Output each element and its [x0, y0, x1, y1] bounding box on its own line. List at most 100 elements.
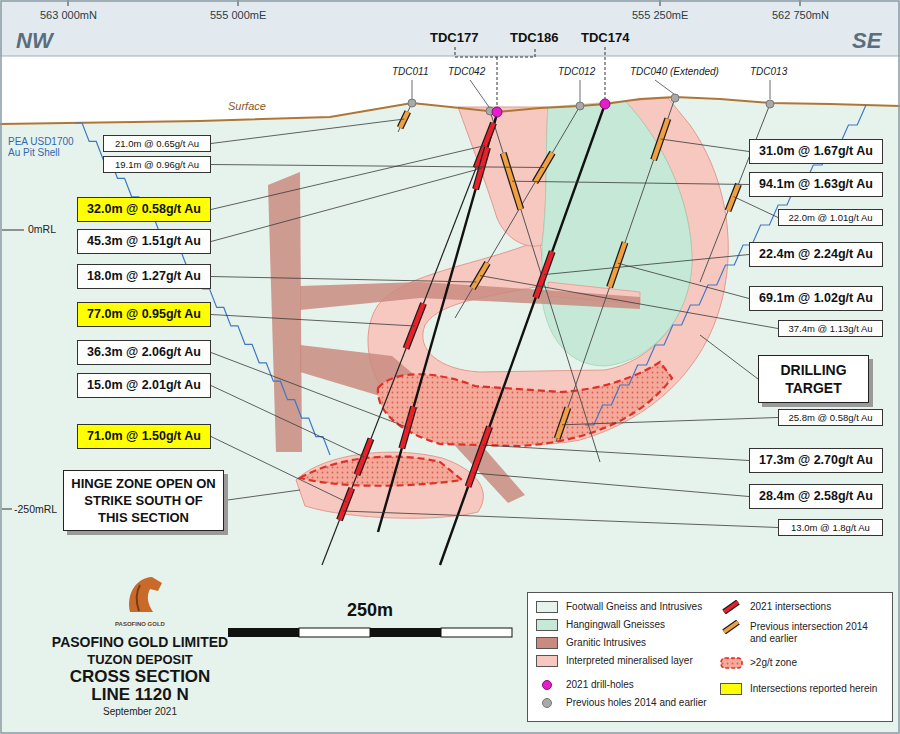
drill-hole	[556, 98, 675, 442]
text-label: PASOFINO GOLD	[110, 621, 170, 627]
legend-dot	[543, 699, 552, 708]
legend-sample	[536, 678, 560, 692]
intersection-box: 37.4m @ 1.13g/t Au	[778, 320, 883, 337]
intersection-text: 22.0m @ 1.01g/t Au	[788, 212, 872, 223]
legend-text: 2021 intersections	[750, 601, 886, 613]
text-label: TDC177	[430, 30, 478, 45]
leader-lines	[211, 119, 778, 528]
legend-swatch	[720, 683, 742, 695]
scale-seg	[441, 628, 512, 637]
text-label: PEA USD1700 Au Pit Shell	[8, 136, 74, 158]
drill-hole	[322, 114, 497, 565]
text-label: CROSS SECTION LINE 1120 N	[65, 668, 215, 704]
intersection-bar	[340, 488, 352, 520]
leader-line	[700, 335, 758, 379]
collars	[408, 94, 774, 117]
legend-text: Footwall Gneiss and Intrusives	[566, 601, 716, 613]
text-label: Surface	[228, 100, 266, 112]
legend-box: Footwall Gneiss and IntrusivesHangingwal…	[527, 592, 893, 722]
text-label: PASOFINO GOLD LIMITED	[40, 634, 240, 650]
intersection-text: 15.0m @ 2.01g/t Au	[87, 378, 201, 392]
legend-line-outline	[724, 622, 738, 632]
leader-line	[562, 418, 778, 425]
horse-mane	[137, 585, 140, 611]
intersection-box: 22.0m @ 1.01g/t Au	[778, 209, 883, 226]
text-label: 555 000mE	[210, 9, 266, 21]
leader-line	[661, 139, 749, 152]
drill-hole	[490, 111, 600, 462]
text-label: 563 000mN	[40, 9, 97, 21]
rl-ticks	[2, 230, 24, 509]
intersection-box: 17.3m @ 2.70g/t Au	[749, 448, 883, 473]
drill-hole-2021-collar	[492, 107, 502, 117]
intersection-box: 31.0m @ 1.67g/t Au	[749, 139, 883, 164]
legend-text: Previous intersection 2014 and earlier	[750, 621, 886, 645]
intersection-bar	[557, 408, 568, 439]
text-label: 250m	[330, 600, 410, 621]
intersection-text: 25.8m @ 0.58g/t Au	[788, 412, 872, 423]
leader-line	[224, 490, 300, 501]
granitic-dike	[268, 172, 302, 452]
legend-text: Previous holes 2014 and earlier	[566, 697, 716, 709]
legend-line	[724, 602, 738, 612]
leader-line	[211, 315, 415, 327]
intersection-text: 21.0m @ 0.65g/t Au	[115, 138, 199, 149]
intersection-text: 32.0m @ 0.58g/t Au	[87, 202, 201, 216]
intersection-text: 69.1m @ 1.02g/t Au	[759, 291, 873, 305]
legend-text: 2021 drill-holes	[566, 679, 716, 691]
intersection-box: 25.8m @ 0.58g/t Au	[778, 409, 883, 426]
leader-line	[211, 146, 485, 210]
intersection-text: 45.3m @ 1.51g/t Au	[87, 234, 201, 248]
leader-line	[211, 119, 404, 144]
text-label: TDC040 (Extended)	[630, 66, 719, 77]
hinge-lens	[296, 452, 483, 518]
intersection-outline	[468, 427, 489, 487]
intersections	[340, 112, 739, 520]
leader-line	[211, 353, 408, 428]
leader-line	[211, 437, 347, 503]
footwall-gneiss	[0, 97, 900, 734]
intersection-box: 32.0m @ 0.58g/t Au	[77, 197, 211, 222]
intersection-text: 22.4m @ 2.24g/t Au	[759, 247, 873, 261]
intersection-outline	[476, 147, 488, 189]
leader-line	[211, 277, 476, 283]
leader-line	[480, 276, 778, 329]
text-label: 555 250mE	[632, 9, 688, 21]
intersection-box: 71.0m @ 1.50g/t Au	[77, 424, 211, 449]
legend-sample	[536, 696, 560, 710]
leader-line	[211, 386, 364, 458]
hinge-high-grade-zone	[300, 457, 462, 486]
intersection-bar	[468, 427, 489, 487]
horse-logo	[129, 577, 162, 612]
header-rule	[0, 56, 900, 57]
text-label: -250mRL	[14, 503, 57, 515]
intersection-box: 28.4m @ 2.58g/t Au	[749, 484, 883, 509]
drill-hole	[378, 114, 497, 532]
intersection-box: 18.0m @ 1.27g/t Au	[77, 264, 211, 289]
text-label: TDC011	[392, 66, 429, 77]
previous-hole-collar	[576, 102, 584, 110]
callout-box: DRILLING TARGET	[758, 355, 869, 403]
intersection-box: 21.0m @ 0.65g/t Au	[103, 135, 211, 152]
drill-hole-2021-collar	[600, 99, 610, 109]
legend-swatch	[536, 637, 558, 649]
text-label: TDC013	[750, 66, 787, 77]
intersection-box: 45.3m @ 1.51g/t Au	[77, 229, 211, 254]
leader-line	[211, 168, 482, 241]
text-label: TDC042	[448, 66, 485, 77]
legend-item: Footwall Gneiss and Intrusives	[536, 601, 716, 613]
intersection-text: 77.0m @ 0.95g/t Au	[87, 307, 201, 321]
hole-brackets	[455, 47, 605, 108]
legend-sample	[720, 620, 744, 634]
text-label: 562 750mN	[772, 9, 829, 21]
text-label: TDC186	[510, 30, 558, 45]
legend-item: Previous intersection 2014 and earlier	[720, 621, 886, 645]
intersection-outline	[536, 252, 553, 298]
intersection-box: 94.1m @ 1.63g/t Au	[749, 172, 883, 197]
hangingwall-gneiss	[542, 101, 692, 366]
legend-item: Intersections reported herein	[720, 683, 886, 695]
intersection-text: 17.3m @ 2.70g/t Au	[759, 453, 873, 467]
text-label: September 2021	[40, 706, 240, 717]
